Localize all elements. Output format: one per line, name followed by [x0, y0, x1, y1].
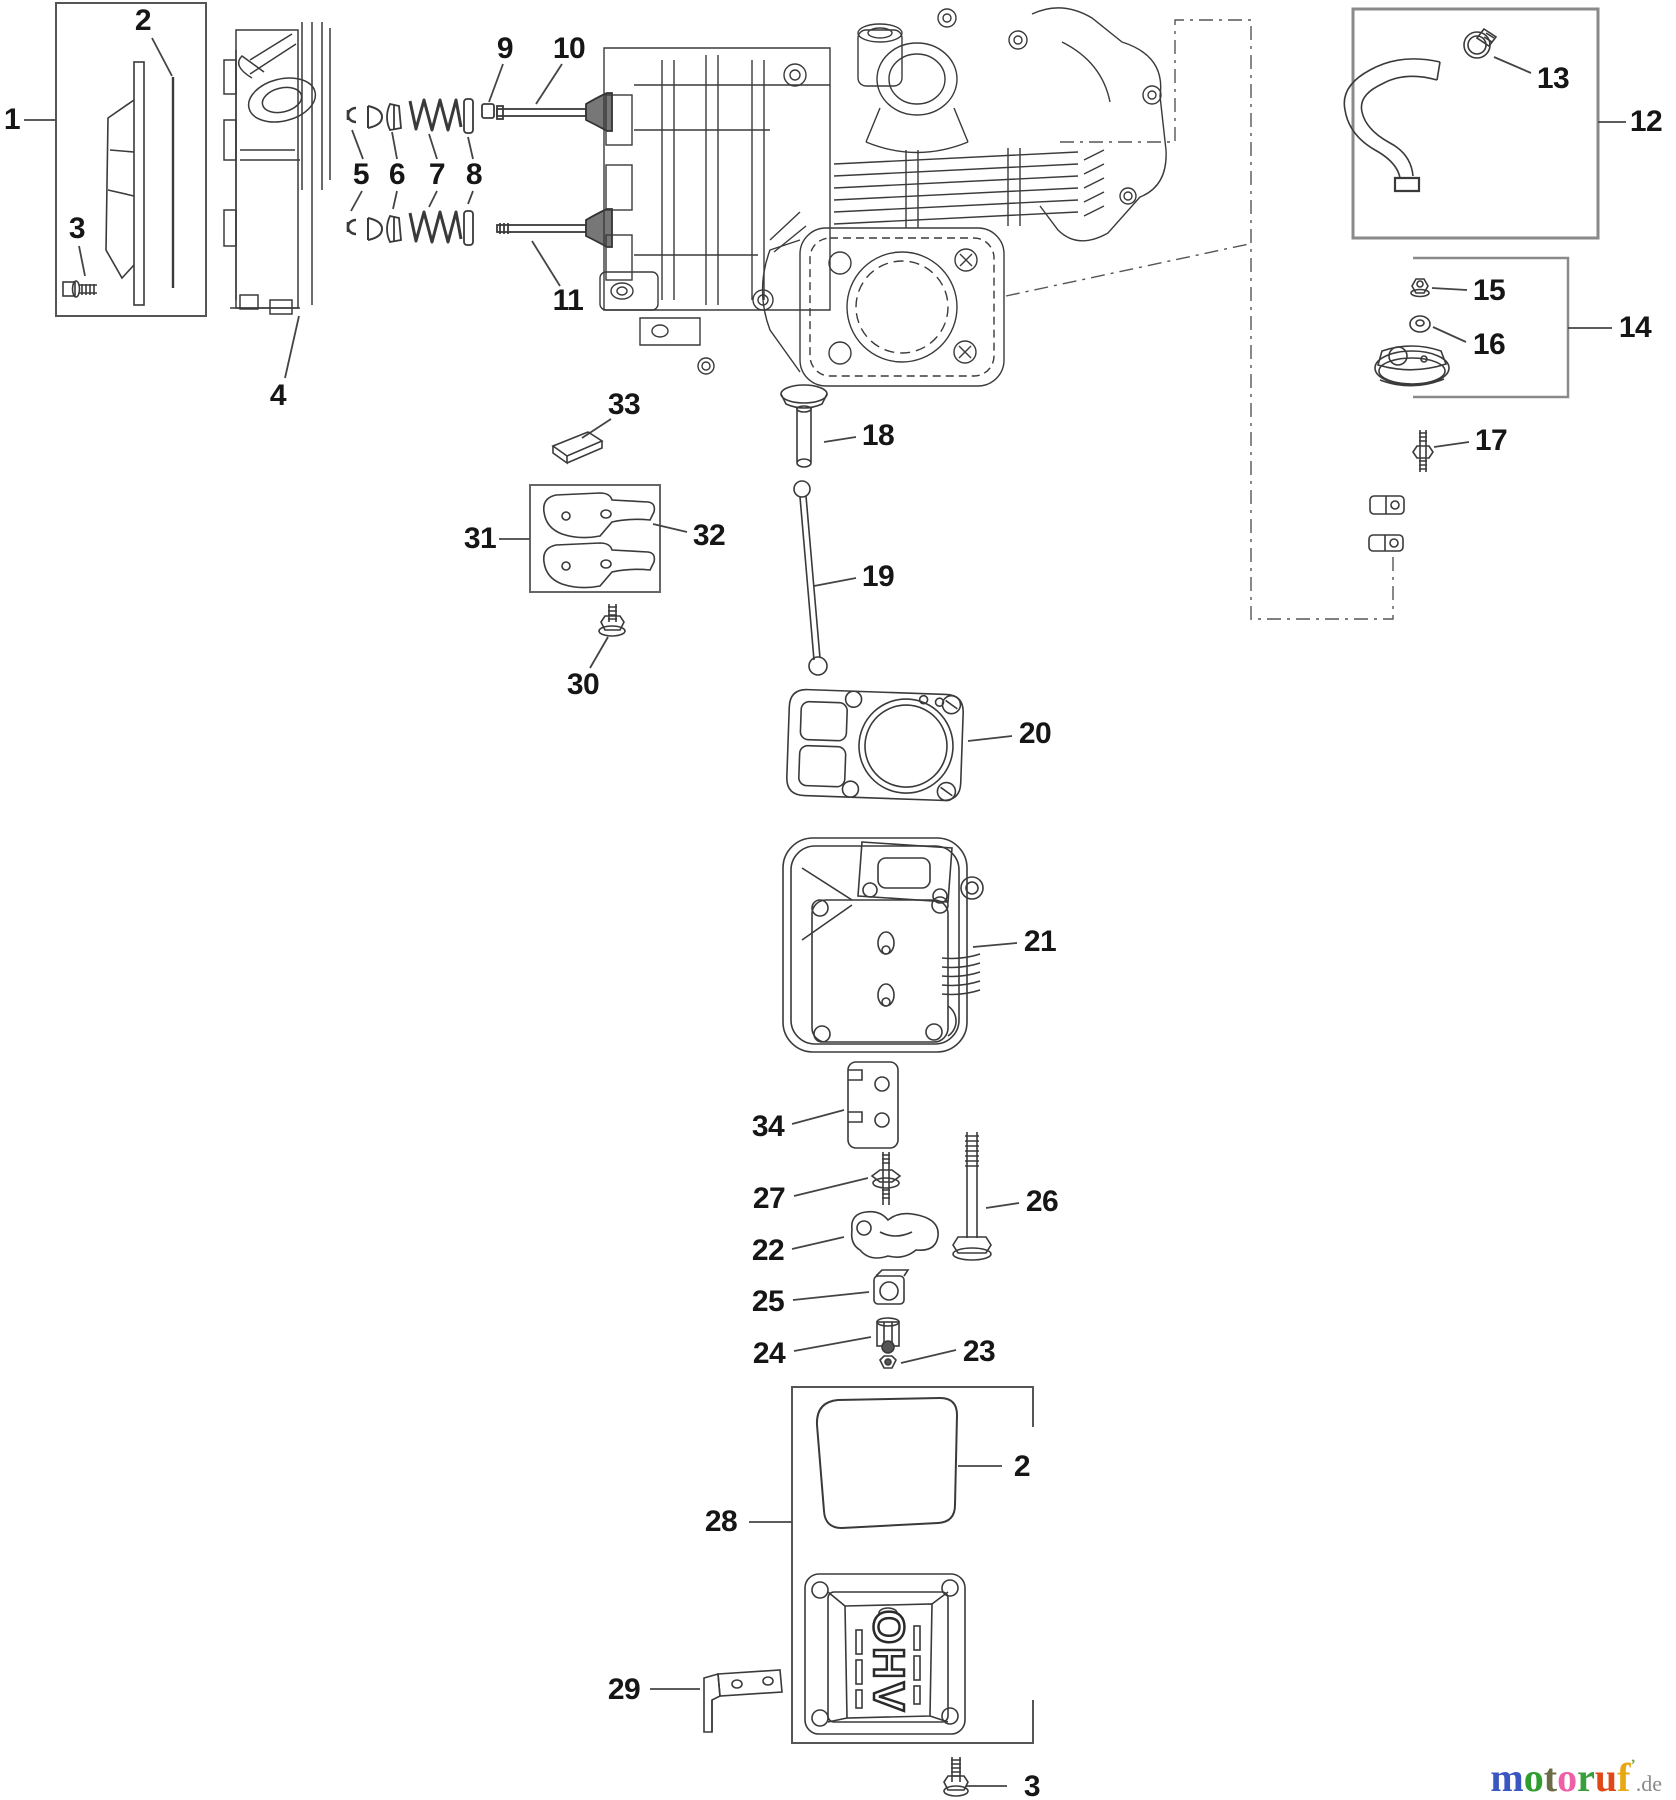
motoruf-watermark: motoruf’.de — [1490, 1758, 1662, 1798]
flange-nut-15-drawing — [1410, 278, 1430, 298]
callout-box-12 — [1351, 7, 1600, 240]
part-label-34-33: 34 — [751, 1110, 785, 1143]
part-label-33-32: 33 — [607, 388, 641, 421]
breather-cover-drawing — [1374, 345, 1450, 387]
rocker-hardware-drawing — [847, 1061, 992, 1369]
part-label-7-6: 7 — [428, 158, 446, 191]
part-label-27-26: 27 — [752, 1182, 786, 1215]
part-label-18-17: 18 — [861, 419, 895, 452]
valve-cover-assembly-drawing — [703, 1396, 966, 1735]
intake-valve-drawing — [496, 92, 613, 132]
part-label-15-14: 15 — [1472, 274, 1506, 307]
part-label-16-15: 16 — [1472, 328, 1506, 361]
valve-lifter-drawing — [780, 384, 828, 468]
valve-cover-drawing — [804, 1573, 966, 1735]
part-label-20-19: 20 — [1018, 717, 1052, 750]
bolt-30-drawing — [598, 604, 626, 637]
breather-hose-drawing — [1343, 27, 1498, 193]
key-33-drawing — [551, 431, 604, 465]
part-label-14-13: 14 — [1618, 311, 1652, 344]
washer-16-drawing — [1409, 315, 1431, 333]
bracket-29-drawing — [703, 1669, 783, 1733]
part-label-3-35: 3 — [1023, 1770, 1041, 1800]
brand-letter-u: u — [1594, 1755, 1618, 1800]
part-label-6-5: 6 — [388, 158, 406, 191]
part-label-8-7: 8 — [465, 158, 483, 191]
part-label-10-9: 10 — [552, 32, 586, 65]
brand-letter-o: o — [1557, 1755, 1578, 1800]
part-label-11-10: 11 — [552, 284, 584, 317]
plate-34-drawing — [847, 1061, 899, 1149]
part-label-23-22: 23 — [962, 1335, 996, 1368]
callout-boxes — [55, 2, 1600, 1744]
head-gasket-drawing — [786, 688, 964, 802]
exhaust-valve-drawing — [496, 208, 613, 248]
part-label-19-18: 19 — [861, 560, 895, 593]
push-rod-drawing — [793, 480, 828, 676]
rocker-arms-32-drawing — [542, 492, 656, 589]
leader-lines — [24, 37, 1626, 1787]
bolt-3-drawing — [62, 280, 97, 298]
brand-letter-m: m — [1490, 1755, 1524, 1800]
engine-block-drawing — [599, 7, 1167, 387]
breather-assembly-drawing — [1374, 278, 1450, 387]
clip-drawing — [1368, 495, 1405, 552]
part-label-13-12: 13 — [1536, 62, 1570, 95]
nut-23-drawing — [879, 1355, 897, 1369]
brand-letter-t: t — [1543, 1755, 1558, 1800]
cover-gasket-2-drawing — [815, 1396, 959, 1530]
part-label-28-27: 28 — [704, 1505, 738, 1538]
part-label-26-25: 26 — [1025, 1185, 1059, 1218]
part-label-31-30: 31 — [463, 522, 497, 555]
part-label-22-21: 22 — [751, 1234, 785, 1267]
dash-dot-connectors — [1005, 19, 1394, 620]
part-label-3-2: 3 — [68, 212, 86, 245]
part-label-32-31: 32 — [692, 519, 726, 552]
brand-letter-o: o — [1523, 1755, 1544, 1800]
stud-27-drawing — [870, 1152, 902, 1205]
part-label-2-1: 2 — [134, 4, 152, 37]
part-label-21-20: 21 — [1023, 925, 1057, 958]
callout-box-1 — [55, 2, 207, 317]
motoruf-brand-text: motoruf — [1490, 1755, 1630, 1800]
rocker-arm-22-drawing — [850, 1210, 939, 1259]
part-label-30-29: 30 — [566, 668, 600, 701]
part-label-12-11: 12 — [1629, 105, 1663, 138]
bolt-26-drawing — [952, 1132, 992, 1261]
valve-cover-gasket-drawing — [62, 61, 175, 306]
nut-24-drawing — [876, 1317, 900, 1354]
part-label-2-34: 2 — [1013, 1450, 1031, 1483]
brand-domain-suffix: .de — [1635, 1771, 1662, 1796]
brand-mark: ’ — [1630, 1757, 1636, 1774]
part-label-1-0: 1 — [3, 103, 21, 136]
part-label-24-23: 24 — [752, 1337, 786, 1370]
ohv-cover-text: OHV — [863, 1609, 915, 1716]
part-label-5-4: 5 — [352, 158, 370, 191]
part-label-4-3: 4 — [269, 379, 287, 412]
brand-letter-f: f — [1617, 1755, 1631, 1800]
part-label-9-8: 9 — [496, 32, 514, 65]
part-label-17-16: 17 — [1474, 424, 1508, 457]
pivot-25-drawing — [873, 1269, 910, 1305]
bolt-3-bottom-drawing — [943, 1757, 969, 1797]
hose-clamp-drawing — [1463, 27, 1498, 59]
brand-letter-r: r — [1577, 1755, 1595, 1800]
part-label-25-24: 25 — [751, 1285, 785, 1318]
stud-and-clips-drawing — [1368, 430, 1434, 552]
part-label-29-28: 29 — [607, 1673, 641, 1706]
cylinder-head-drawing — [782, 837, 984, 1053]
cylinder-head-side-drawing — [223, 22, 331, 315]
callout-box-28 — [791, 1386, 1034, 1744]
